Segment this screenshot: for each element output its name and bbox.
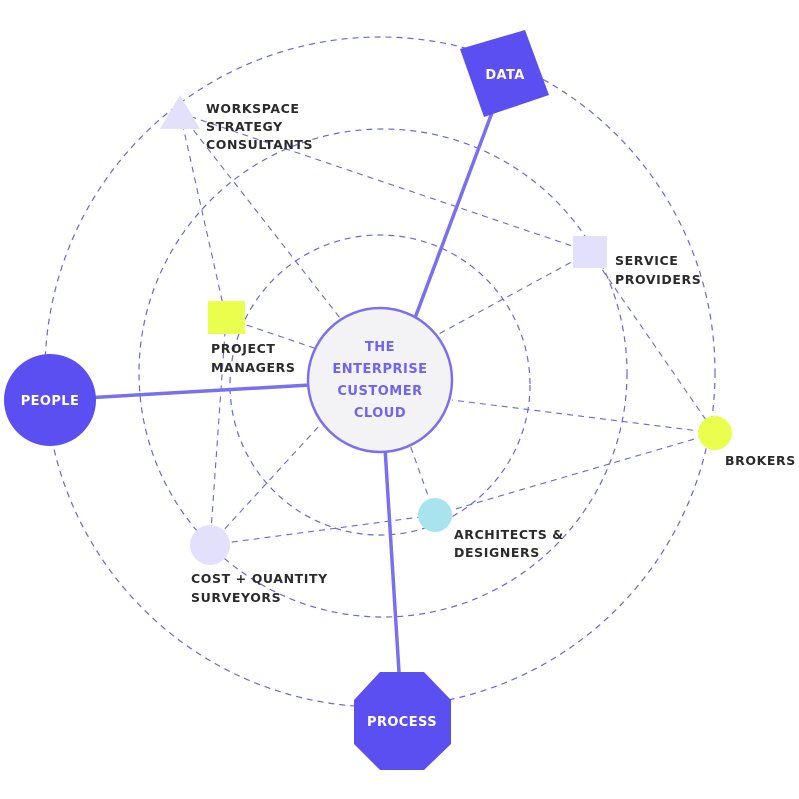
surveyors-label-2: SURVEYORS xyxy=(191,590,281,605)
consultants-label-3: CONSULTANTS xyxy=(206,137,313,152)
process-octagon-icon xyxy=(354,672,451,770)
hub-line-4: CLOUD xyxy=(354,406,406,421)
circle-icon xyxy=(190,525,230,565)
surveyors-label-1: COST + QUANTITY xyxy=(191,571,328,586)
managers-label-1: PROJECT xyxy=(211,341,276,356)
node-service-providers: SERVICE PROVIDERS xyxy=(573,236,701,287)
providers-label-1: SERVICE xyxy=(615,253,678,268)
architects-label-2: DESIGNERS xyxy=(454,545,540,560)
link-surveyors-architects xyxy=(209,514,436,546)
consultants-label-1: WORKSPACE xyxy=(206,101,300,116)
link-brokers-architects xyxy=(434,432,716,516)
pillar-process: PROCESS xyxy=(354,672,451,770)
ring-middle xyxy=(138,128,628,618)
hub-line-3: CUSTOMER xyxy=(337,384,422,399)
ring-outer xyxy=(44,36,716,708)
managers-label-2: MANAGERS xyxy=(211,360,295,375)
ring-inner xyxy=(229,234,531,536)
square-icon xyxy=(573,236,607,268)
node-project-managers: PROJECT MANAGERS xyxy=(208,301,295,375)
square-icon xyxy=(208,301,245,334)
pillar-process-label: PROCESS xyxy=(367,715,437,730)
node-brokers: BROKERS xyxy=(698,416,796,468)
spoke-hub-data xyxy=(413,76,507,320)
link-consultants-managers xyxy=(179,112,227,319)
pillar-people: PEOPLE xyxy=(4,354,96,446)
link-surveyors-managers xyxy=(209,317,227,546)
hub-line-2: ENTERPRISE xyxy=(332,362,427,377)
node-workspace-strategy-consultants: WORKSPACE STRATEGY CONSULTANTS xyxy=(160,95,313,152)
rings xyxy=(44,36,716,708)
hub-circle xyxy=(306,306,454,454)
pillar-data: DATA xyxy=(460,30,549,117)
link-providers-brokers xyxy=(589,251,716,434)
circle-icon xyxy=(698,416,732,450)
link-surveyors-hub xyxy=(209,424,321,546)
people-circle-icon xyxy=(4,354,96,446)
hub: THE ENTERPRISE CUSTOMER CLOUD xyxy=(306,306,454,454)
connections xyxy=(179,112,716,546)
pillar-data-label: DATA xyxy=(485,68,524,83)
triangle-icon xyxy=(160,95,200,129)
link-providers-hub xyxy=(434,251,591,337)
node-cost-quantity-surveyors: COST + QUANTITY SURVEYORS xyxy=(190,525,328,605)
node-architects-designers: ARCHITECTS & DESIGNERS xyxy=(418,498,564,560)
consultants-label-2: STRATEGY xyxy=(206,119,283,134)
brokers-label: BROKERS xyxy=(725,453,796,468)
data-diamond-icon xyxy=(460,30,549,117)
pillar-people-label: PEOPLE xyxy=(21,394,80,409)
hub-line-1: THE xyxy=(365,340,395,355)
circle-icon xyxy=(418,498,452,532)
link-brokers-hub xyxy=(451,399,716,434)
providers-label-2: PROVIDERS xyxy=(615,272,701,287)
architects-label-1: ARCHITECTS & xyxy=(454,527,564,542)
